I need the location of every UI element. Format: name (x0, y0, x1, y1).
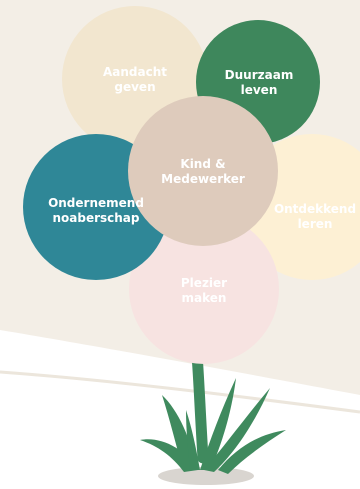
leaf-left (162, 395, 196, 470)
flower-stem (191, 349, 209, 464)
leaf-mid-left (186, 410, 200, 470)
petal-plezier-maken (129, 214, 279, 364)
leaf-right (204, 388, 270, 472)
ground-shape (0, 330, 360, 489)
ground-line (0, 370, 360, 414)
leaf-far-right (218, 430, 286, 474)
leaf-mid-right (200, 378, 236, 470)
petal-kind-medewerker (128, 96, 278, 246)
